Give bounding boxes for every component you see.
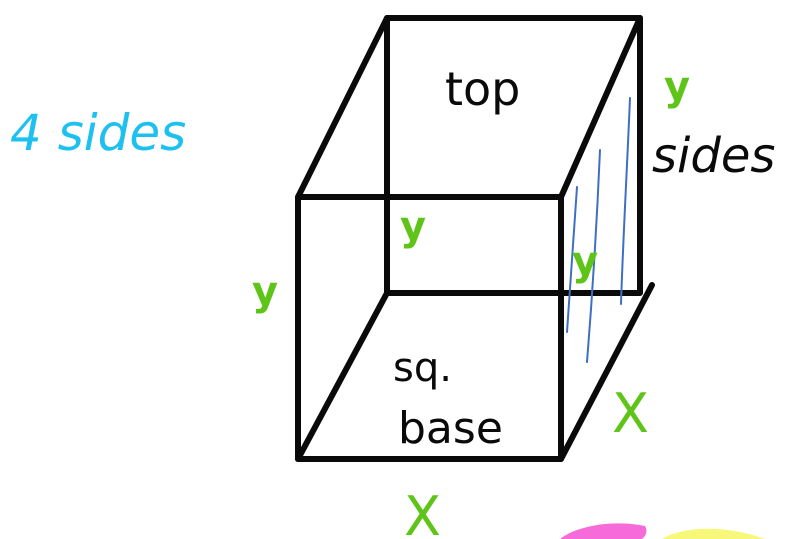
sq-label: sq. <box>393 345 452 391</box>
edge-top-left <box>295 15 390 200</box>
shading-line <box>586 149 601 363</box>
highlight-yellow <box>662 528 765 539</box>
y-inner-label: y <box>400 204 426 250</box>
edge-bottom-left <box>295 290 390 462</box>
top-label: top <box>445 62 520 116</box>
y-left-label: y <box>252 269 278 315</box>
edge-bottom-right <box>558 282 655 462</box>
base-label: base <box>398 403 503 454</box>
side-shading <box>566 97 631 363</box>
x-bottom-label: X <box>404 485 441 539</box>
y-top-right-label: y <box>664 64 690 110</box>
edge-top-right <box>558 15 643 200</box>
shading-line <box>620 97 631 305</box>
prism-edges <box>295 15 655 462</box>
back-face <box>384 15 643 296</box>
four-sides-label: 4 sides <box>10 104 186 162</box>
x-right-label: X <box>612 382 649 445</box>
shading-line <box>566 186 578 333</box>
highlight-marks <box>560 523 765 539</box>
highlight-pink <box>560 523 647 539</box>
y-right-face-label: y <box>572 239 598 285</box>
sides-label: sides <box>652 128 775 184</box>
